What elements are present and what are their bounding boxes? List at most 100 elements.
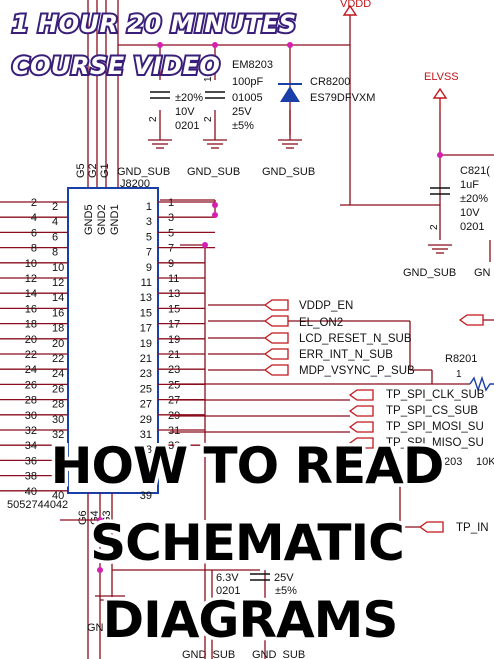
right-outer-pin-number: 17 — [168, 319, 180, 331]
right-outer-pin-number: 23 — [168, 364, 180, 376]
ground-symbols-top — [148, 110, 452, 254]
gnd-sub-bottom-2: GND_SUB — [252, 649, 305, 659]
em8203-pin2: 2 — [203, 116, 214, 122]
junction-dots-bottom — [97, 517, 103, 573]
right-outer-pin-number: 21 — [168, 349, 180, 361]
left-inner-pin-number: 6 — [52, 231, 58, 243]
gnd5-label: GND5 — [83, 204, 95, 235]
g1-pin: G1 — [99, 163, 111, 178]
right-inner-pin-number: 11 — [141, 277, 152, 289]
g5-pin: G5 — [75, 163, 87, 178]
em8203-ref: EM8203 — [232, 59, 273, 71]
left-inner-pin-number: 2 — [52, 201, 58, 213]
left-inner-pin-number: 20 — [52, 338, 64, 350]
left-inner-pin-number: 14 — [52, 292, 64, 304]
left-inner-pin-number: 4 — [52, 216, 58, 228]
cap-left-volt: 10V — [175, 106, 195, 118]
net-vddp-en: VDDP_EN — [299, 300, 353, 312]
right-inner-pin-number: 15 — [140, 307, 152, 319]
left-inner-pin-number: 30 — [52, 414, 64, 426]
headline-line-2: SCHEMATIC — [90, 514, 404, 572]
net-lcd-reset: LCD_RESET_N_SUB — [299, 333, 412, 345]
cr8200-ref: CR8200 — [310, 76, 350, 88]
left-inner-pin-number: 28 — [52, 399, 64, 411]
em8203-pin1: 1 — [203, 76, 214, 82]
left-inner-pin-number: 36 — [52, 459, 64, 471]
connector-ref: J8200 — [120, 178, 150, 190]
right-outer-pin-number: 13 — [168, 288, 180, 300]
left-outer-pin-number: 6 — [31, 227, 37, 239]
net-vddd: VDDD — [340, 0, 371, 10]
c821-volt: 10V — [460, 207, 480, 219]
junction-dots-right — [202, 202, 218, 248]
net-el-on2: EL_ON2 — [299, 317, 343, 329]
right-pin-wires — [158, 201, 215, 446]
left-outer-pin-number: 36 — [25, 455, 37, 467]
right-outer-pin-number: 9 — [168, 258, 174, 270]
em8203-pkg: 01005 — [232, 92, 263, 104]
g3-pin: G3 — [101, 510, 113, 525]
r8201-pin: 1 — [456, 369, 462, 380]
cap-left-pin: 2 — [148, 116, 159, 122]
headline-line-3: DIAGRAMS — [103, 591, 398, 649]
right-inner-pin-number: 1 — [146, 201, 152, 213]
cap-bottom-pkg: 0201 — [216, 585, 240, 597]
right-inner-pin-number: 3 — [146, 216, 152, 228]
left-inner-pin-number: 24 — [52, 368, 64, 380]
left-outer-pin-number: 40 — [25, 486, 37, 498]
left-inner-pin-number: 26 — [52, 383, 64, 395]
gnd-sub-4: GND_SUB — [403, 267, 456, 279]
right-inner-pin-number: 21 — [140, 353, 152, 365]
right-inner-pin-number: 17 — [140, 323, 152, 335]
c821-value: 1uF — [460, 179, 479, 191]
right-outer-pin-number: 19 — [168, 334, 180, 346]
left-outer-pin-number: 18 — [25, 319, 37, 331]
promo-line-2: COURSE VIDEO — [12, 52, 220, 80]
left-inner-pin-number: 32 — [52, 429, 64, 441]
cap-left-pkg: 0201 — [175, 120, 199, 132]
gnd-sub-2: GND_SUB — [187, 166, 240, 178]
g6-pin: G6 — [77, 510, 89, 525]
right-inner-pin-number: 19 — [140, 338, 152, 350]
right-inner-pin-number: 31 — [140, 429, 152, 441]
right-outer-pin-number: 15 — [168, 303, 180, 315]
gnd1-label: GND1 — [109, 204, 121, 235]
em8203-volt: 25V — [232, 106, 252, 118]
right-outer-pin-number: 5 — [168, 227, 174, 239]
net-mdp-vsync: MDP_VSYNC_P_SUB — [299, 365, 415, 377]
left-inner-pin-number: 16 — [52, 307, 64, 319]
right-outer-pin-number: 1 — [168, 197, 174, 209]
left-inner-pin-number: 12 — [52, 277, 64, 289]
diode-cr8200-symbol — [278, 83, 302, 102]
right-inner-pin-number: 23 — [140, 368, 152, 380]
right-outer-pin-number: 3 — [168, 212, 174, 224]
r8203-val: 10K — [476, 456, 494, 468]
left-inner-pin-number: 38 — [52, 475, 64, 487]
junction-dots-top — [157, 42, 443, 158]
c821-ref: C821( — [460, 165, 490, 177]
connector-part: 5052744042 — [7, 499, 68, 511]
c821-tol: ±20% — [460, 193, 488, 205]
left-outer-pin-number: 8 — [31, 243, 37, 255]
left-outer-pin-number: 10 — [25, 258, 37, 270]
c821-pkg: 0201 — [460, 221, 484, 233]
cap-bottom-volt-left: 6.3V — [216, 572, 239, 584]
left-outer-pin-number: 32 — [25, 425, 37, 437]
g2-pin: G2 — [87, 163, 99, 178]
left-outer-pin-number: 16 — [25, 303, 37, 315]
em8203-tol: ±5% — [232, 120, 254, 132]
left-outer-pin-number: 4 — [31, 212, 37, 224]
right-inner-pin-number: 9 — [146, 262, 152, 274]
r8203-ref: R8203 — [430, 456, 462, 468]
connector-j8200 — [67, 187, 159, 494]
right-inner-pin-number: 35 — [140, 459, 152, 471]
right-outer-pin-number: 25 — [168, 379, 180, 391]
gnd-sub-3: GND_SUB — [262, 166, 315, 178]
left-inner-pin-number: 18 — [52, 323, 64, 335]
bottom-wires — [60, 493, 266, 659]
right-inner-pin-number: 29 — [140, 414, 152, 426]
left-inner-pin-number: 8 — [52, 247, 58, 259]
